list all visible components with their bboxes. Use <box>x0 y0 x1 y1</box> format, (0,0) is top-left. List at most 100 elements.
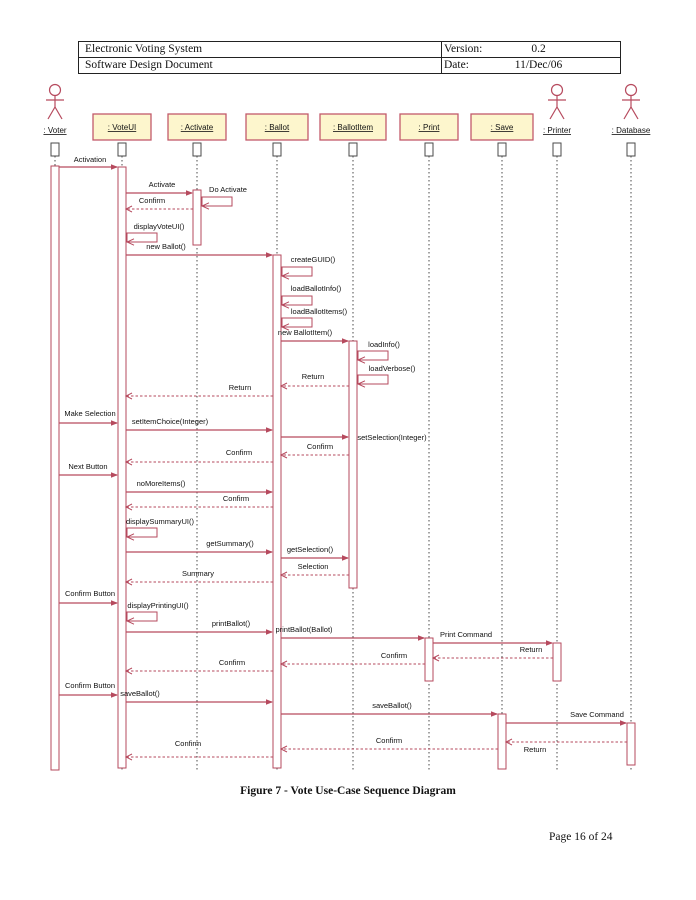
message-label: loadVerbose() <box>369 364 416 373</box>
header-version-cell: Version: 0.2 <box>436 42 620 57</box>
message-arrowhead <box>266 699 273 705</box>
message-arrowhead <box>111 600 118 606</box>
return-arrowhead <box>124 205 133 213</box>
lifeline-start-print <box>424 142 434 157</box>
message-arrowhead <box>342 434 349 440</box>
object-box-print <box>399 113 459 141</box>
message-label: Next Button <box>68 462 107 471</box>
message-arrowhead <box>111 164 118 170</box>
message-label: Confirm <box>376 736 402 745</box>
message-arrowhead <box>418 635 425 641</box>
message-arrowhead <box>342 555 349 561</box>
actor-head-database <box>624 83 638 97</box>
message-label: Activate <box>149 180 176 189</box>
message-arrowhead <box>266 427 273 433</box>
actor-leg-printer <box>556 106 565 120</box>
header-row-2: Software Design Document Date: 11/Dec/06 <box>79 58 620 73</box>
self-message-loop <box>201 196 233 207</box>
actor-leg-database <box>623 106 632 120</box>
activation-save <box>497 713 507 770</box>
self-message-arrowhead <box>125 533 135 541</box>
activation-voteui <box>117 166 127 769</box>
message-arrowhead <box>266 489 273 495</box>
activation-database <box>626 722 636 766</box>
version-value: 0.2 <box>531 43 546 55</box>
date-label: Date: <box>444 59 469 71</box>
object-box-ballotitem <box>319 113 387 141</box>
message-label: displaySummaryUI() <box>126 517 194 526</box>
actor-head-voter <box>48 83 62 97</box>
message-label: loadBallotInfo() <box>291 284 342 293</box>
version-label: Version: <box>444 43 483 55</box>
self-message-loop <box>281 295 313 306</box>
object-box-activate <box>167 113 227 141</box>
self-message-arrowhead <box>356 380 366 388</box>
lifeline-start-printer <box>552 142 562 157</box>
actor-label-printer: : Printer <box>543 126 571 135</box>
message-label: getSummary() <box>206 539 254 548</box>
message-label: Print Command <box>440 630 492 639</box>
self-message-arrowhead <box>356 356 366 364</box>
self-message-arrowhead <box>125 238 135 246</box>
activation-voter <box>50 165 60 771</box>
message-label: displayVoteUI() <box>134 222 185 231</box>
self-message-loop <box>281 317 313 328</box>
message-arrowhead <box>111 420 118 426</box>
actor-label-database: : Database <box>612 126 651 135</box>
actor-leg-database <box>630 106 639 120</box>
self-message-loop <box>357 350 389 361</box>
header-table: Electronic Voting System Version: 0.2 So… <box>78 41 621 74</box>
self-message-loop <box>126 611 158 622</box>
self-message-arrowhead <box>200 202 210 210</box>
figure-caption: Figure 7 - Vote Use-Case Sequence Diagra… <box>240 785 456 797</box>
message-label: Return <box>524 745 547 754</box>
message-label: new BallotItem() <box>278 328 333 337</box>
message-label: Do Activate <box>209 185 247 194</box>
message-label: Confirm <box>175 739 201 748</box>
lifeline-start-save <box>497 142 507 157</box>
object-label-ballotitem: : BallotItem <box>333 123 373 132</box>
message-arrowhead <box>342 338 349 344</box>
self-message-loop <box>126 232 158 243</box>
message-label: saveBallot() <box>372 701 412 710</box>
message-label: printBallot(Ballot) <box>275 625 333 634</box>
message-label: Summary <box>182 569 214 578</box>
message-arrowhead <box>266 629 273 635</box>
return-arrowhead <box>124 503 133 511</box>
message-label: noMoreItems() <box>137 479 186 488</box>
object-box-voteui <box>92 113 152 141</box>
message-label: createGUID() <box>291 255 336 264</box>
activation-activate <box>192 189 202 246</box>
header-row-1: Electronic Voting System Version: 0.2 <box>79 42 620 58</box>
return-arrowhead <box>124 753 133 761</box>
message-label: Make Selection <box>64 409 115 418</box>
message-label: Confirm <box>139 196 165 205</box>
message-label: Confirm <box>307 442 333 451</box>
lifeline-start-ballotitem <box>348 142 358 157</box>
lifeline-start-ballot <box>272 142 282 157</box>
actor-leg-printer <box>549 106 558 120</box>
message-arrowhead <box>491 711 498 717</box>
return-arrowhead <box>279 745 288 753</box>
actor-leg-voter <box>47 106 56 120</box>
self-message-loop <box>281 266 313 277</box>
return-arrowhead <box>279 382 288 390</box>
return-arrowhead <box>504 738 513 746</box>
self-message-arrowhead <box>280 272 290 280</box>
document-title: Electronic Voting System <box>79 42 442 57</box>
message-label: Return <box>520 645 543 654</box>
message-label: Confirm <box>219 658 245 667</box>
message-arrowhead <box>186 190 193 196</box>
self-message-arrowhead <box>125 617 135 625</box>
message-label: Return <box>302 372 325 381</box>
return-arrowhead <box>279 571 288 579</box>
return-arrowhead <box>124 578 133 586</box>
self-message-arrowhead <box>280 301 290 309</box>
object-label-save: : Save <box>491 123 514 132</box>
activation-ballotitem <box>348 340 358 589</box>
return-arrowhead <box>279 660 288 668</box>
return-arrowhead <box>124 392 133 400</box>
activation-printer <box>552 642 562 682</box>
